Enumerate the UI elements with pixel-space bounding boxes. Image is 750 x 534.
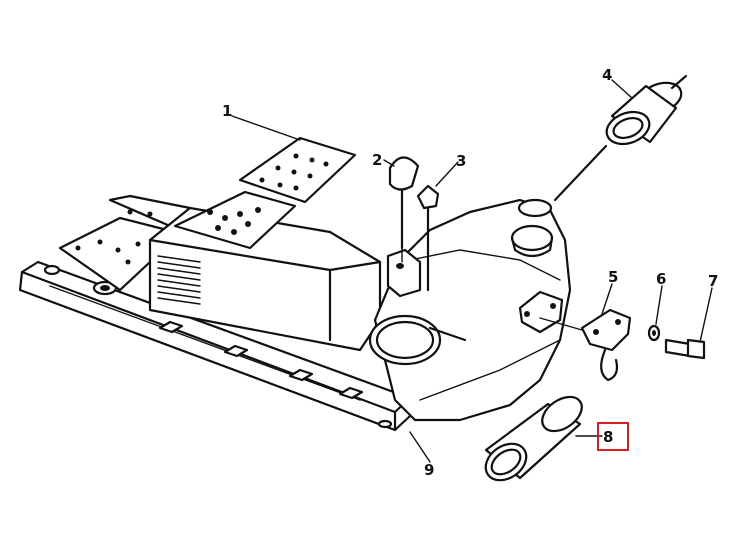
base-frame xyxy=(18,260,412,432)
part-1-plate xyxy=(238,136,357,204)
mounting-plates xyxy=(58,194,192,292)
callout-3: 3 xyxy=(456,152,466,170)
callout-labels: 1 2 3 4 5 6 7 8 9 xyxy=(222,66,718,479)
bell-housing xyxy=(368,198,572,422)
callout-8: 8 xyxy=(603,428,613,446)
callout-6: 6 xyxy=(656,270,666,288)
part-6-washer xyxy=(647,324,661,342)
part-8-bush xyxy=(484,395,583,482)
part-4-bush xyxy=(553,74,688,202)
coil-block xyxy=(148,190,382,352)
part-3-stud xyxy=(416,184,440,292)
part-7-bolt xyxy=(664,338,706,360)
callout-1: 1 xyxy=(222,102,232,120)
callout-2: 2 xyxy=(372,151,382,169)
callout-7: 7 xyxy=(708,272,718,290)
highlight-box-callout-8 xyxy=(597,422,629,451)
callout-9: 9 xyxy=(424,461,434,479)
callout-5: 5 xyxy=(608,268,618,286)
part-2-cap-nut xyxy=(388,156,420,263)
part-5-hook xyxy=(539,308,632,382)
leader-lines xyxy=(231,79,713,463)
callout-4: 4 xyxy=(602,66,612,84)
